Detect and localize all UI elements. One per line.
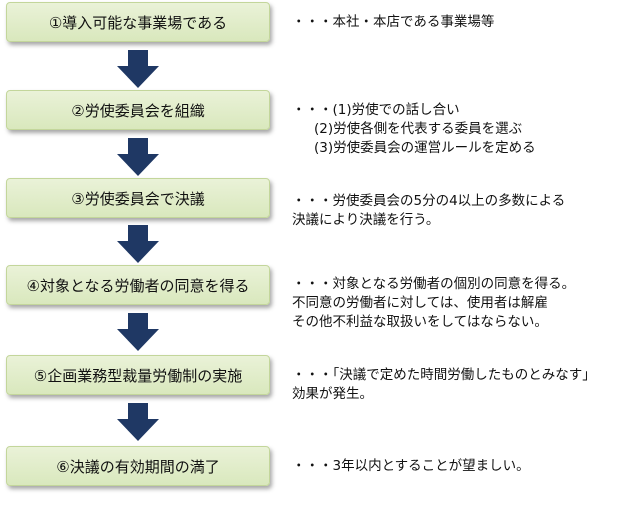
- step-1-label: ①導入可能な事業場である: [48, 13, 228, 32]
- step-2-label: ②労使委員会を組織: [71, 101, 205, 120]
- step-6-label: ⑥決議の有効期間の満了: [56, 457, 220, 476]
- note-line: 不同意の労働者に対しては、使用者は解雇: [292, 295, 548, 311]
- note-line: ・・・対象となる労働者の個別の同意を得る。: [292, 276, 576, 292]
- note-step-1: ・・・本社・本店である事業場等: [292, 13, 617, 32]
- step-3-label: ③労使委員会で決議: [71, 189, 205, 208]
- note-line: ・・・労使委員会の5分の4以上の多数による: [292, 193, 566, 209]
- note-line: ・・・3年以内とすることが望ましい。: [292, 458, 530, 474]
- step-1-box: ①導入可能な事業場である: [6, 2, 270, 42]
- step-6-box: ⑥決議の有効期間の満了: [6, 446, 270, 486]
- arrow-down-icon: [117, 138, 159, 176]
- note-step-5: ・・・「決議で定めた時間労働したものとみなす」 効果が発生。: [292, 366, 617, 404]
- note-line: ・・・(1)労使での話し合い: [292, 102, 460, 118]
- note-line: (3)労使委員会の運営ルールを定める: [314, 140, 536, 156]
- note-line: ・・・「決議で定めた時間労働したものとみなす」: [292, 367, 596, 383]
- step-4-label: ④対象となる労働者の同意を得る: [26, 276, 250, 295]
- arrow-down-icon: [117, 225, 159, 263]
- arrow-down-icon: [117, 50, 159, 88]
- arrow-down-icon: [117, 313, 159, 351]
- step-5-box: ⑤企画業務型裁量労働制の実施: [6, 355, 270, 395]
- note-line: (2)労使各側を代表する委員を選ぶ: [314, 121, 523, 137]
- note-line: ・・・本社・本店である事業場等: [292, 14, 495, 30]
- note-line: その他不利益な取扱いをしてはならない。: [292, 314, 548, 330]
- step-4-box: ④対象となる労働者の同意を得る: [6, 265, 270, 305]
- step-5-label: ⑤企画業務型裁量労働制の実施: [33, 366, 243, 385]
- note-line: 効果が発生。: [292, 386, 373, 402]
- note-line: 決議により決議を行う。: [292, 212, 440, 228]
- note-step-6: ・・・3年以内とすることが望ましい。: [292, 457, 617, 476]
- note-step-4: ・・・対象となる労働者の個別の同意を得る。 不同意の労働者に対しては、使用者は解…: [292, 275, 617, 332]
- note-step-3: ・・・労使委員会の5分の4以上の多数による 決議により決議を行う。: [292, 192, 617, 230]
- note-step-2: ・・・(1)労使での話し合い (2)労使各側を代表する委員を選ぶ (3)労使委員…: [292, 101, 617, 158]
- step-3-box: ③労使委員会で決議: [6, 178, 270, 218]
- step-2-box: ②労使委員会を組織: [6, 90, 270, 130]
- arrow-down-icon: [117, 403, 159, 441]
